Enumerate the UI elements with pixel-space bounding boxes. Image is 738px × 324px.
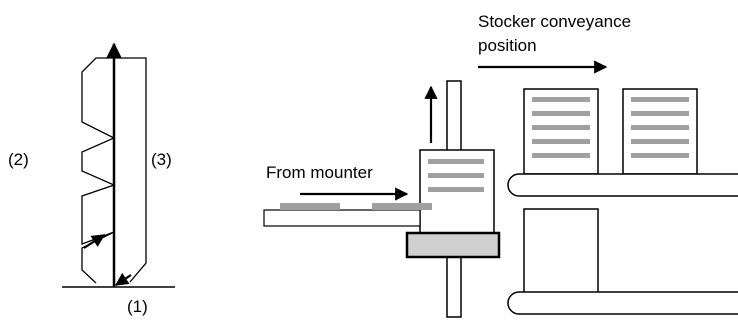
board-2: [372, 203, 432, 210]
zigzag-path-2: [81, 57, 116, 284]
label-3: (3): [151, 150, 172, 169]
lift-magazine-stripes: [428, 159, 484, 192]
stocker-magazine-2-stripes: [631, 97, 689, 158]
straight-path-3: [114, 57, 147, 283]
upper-conveyor-belt: [507, 173, 738, 197]
left-arrow: [83, 234, 106, 249]
stocker-diagram: Stocker conveyance position From mounter: [263, 12, 738, 318]
lower-magazine: [523, 208, 599, 295]
stocker-label-line1: Stocker conveyance: [478, 12, 631, 31]
mounter-conveyor: [263, 209, 421, 227]
stocker-magazine-2: [622, 88, 698, 175]
from-mounter-label: From mounter: [266, 163, 373, 182]
board-1: [280, 203, 340, 210]
lift-clamp: [405, 231, 501, 259]
label-2: (2): [8, 150, 29, 169]
lower-conveyor-belt: [507, 291, 738, 315]
label-1: (1): [127, 297, 148, 316]
motion-path-diagram: (2) (3) (1): [8, 42, 175, 316]
bottom-right-arrow: [114, 272, 132, 286]
stocker-magazine-1-stripes: [532, 97, 590, 158]
stocker-label-line2: position: [478, 36, 537, 55]
